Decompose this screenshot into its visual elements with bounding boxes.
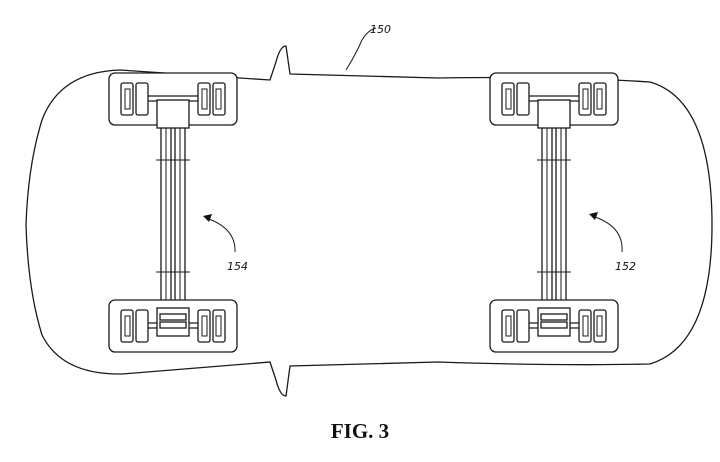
front-axle-reference-label: 152 [615, 260, 636, 273]
front-right-wheel-module [490, 300, 618, 352]
rear-right-wheel-module [109, 300, 237, 352]
figure-caption: FIG. 3 [331, 419, 389, 443]
front-axle-assembly [490, 73, 618, 352]
vehicle-reference-label: 150 [370, 23, 391, 36]
front-left-wheel-module [490, 73, 618, 128]
rear-axle-assembly [109, 73, 237, 352]
rear-axle-reference-label: 154 [227, 260, 248, 273]
front-axle-leader-arrow [589, 212, 622, 252]
rear-axle-leader-arrow [203, 214, 235, 252]
rear-left-wheel-module [109, 73, 237, 128]
